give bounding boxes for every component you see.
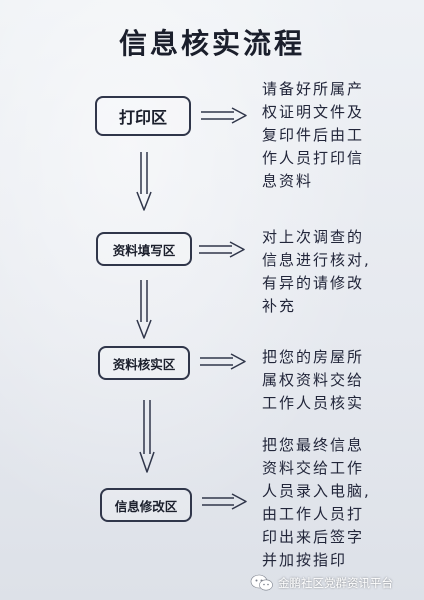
vertical-arrow-1 bbox=[136, 152, 152, 211]
step-description-print: 请备好所属产 权证明文件及 复印件后由工 作人员打印信 息资料 bbox=[262, 80, 365, 190]
step-description-verify: 把您的房屋所 属权资料交给 工作人员核实 bbox=[262, 348, 365, 412]
horizontal-arrow-1 bbox=[201, 107, 247, 124]
step-label-modify: 信息修改区 bbox=[114, 498, 178, 514]
step-box-verify: 资料核实区 bbox=[98, 346, 190, 380]
horizontal-arrow-3 bbox=[200, 353, 246, 370]
wechat-icon bbox=[250, 574, 273, 591]
horizontal-arrow-4 bbox=[202, 493, 247, 510]
horizontal-arrow-2 bbox=[199, 241, 245, 258]
step-label-print: 打印区 bbox=[118, 108, 167, 127]
step-description-fill: 对上次调查的 信息进行核对, 有异的请修改 补充 bbox=[262, 228, 371, 315]
step-description-modify: 把您最终信息 资料交给工作 人员录入电脑, 由工作人员打 印出来后签字 并加按指… bbox=[262, 436, 371, 569]
vertical-arrow-3 bbox=[139, 400, 155, 473]
step-label-fill: 资料填写区 bbox=[112, 242, 176, 258]
vertical-arrow-2 bbox=[136, 280, 152, 339]
watermark-text: 金鹏社区党群资讯平台 bbox=[278, 576, 393, 590]
step-box-fill: 资料填写区 bbox=[96, 232, 192, 266]
step-box-print: 打印区 bbox=[95, 96, 191, 136]
step-box-modify: 信息修改区 bbox=[100, 488, 192, 522]
step-label-verify: 资料核实区 bbox=[112, 356, 176, 372]
watermark: 金鹏社区党群资讯平台 bbox=[250, 572, 424, 594]
page-title: 信息核实流程 bbox=[118, 27, 305, 60]
